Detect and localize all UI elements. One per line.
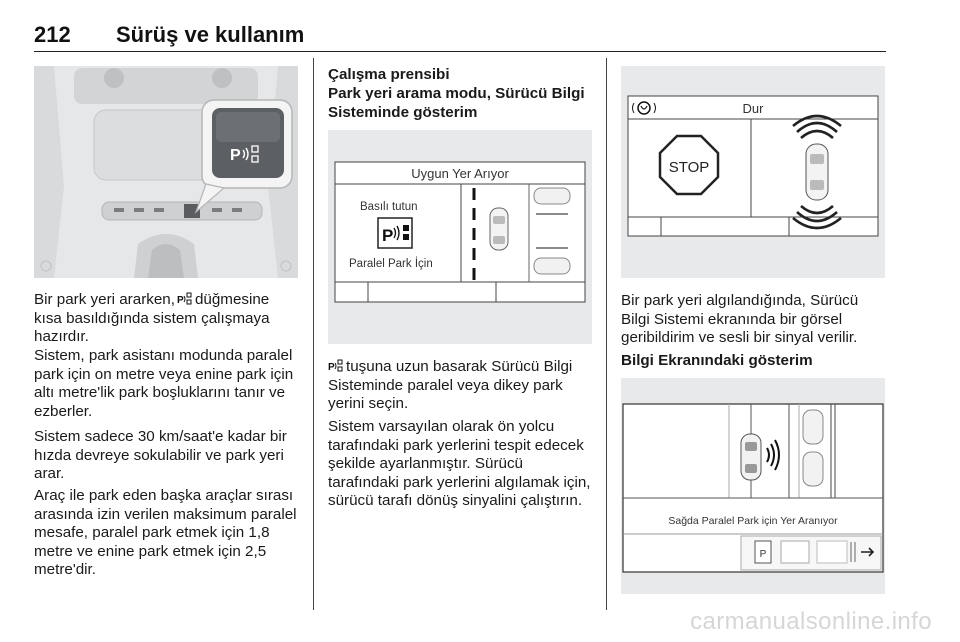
svg-text:P: P (328, 362, 335, 373)
col1-paragraph-4: Araç ile park eden başka araçlar sırası … (34, 487, 297, 579)
column-divider (606, 58, 608, 610)
col1-paragraph-2: Sistem, park asistanı modunda paralel pa… (34, 347, 294, 420)
heading-search-mode: Park yeri arama modu, Sürücü Bilgi Siste… (328, 85, 585, 121)
car-sensor-icon (792, 114, 842, 230)
screen-label-parallel: Paralel Park İçin (349, 257, 433, 270)
heading-operating-principle: Çalışma prensibi (328, 66, 450, 83)
col1-paragraph-3: Sistem sadece 30 km/saat'e kadar bir hız… (34, 428, 287, 483)
watermark: carmanualsonline.info (690, 608, 932, 635)
svg-text:STOP: STOP (669, 159, 710, 176)
stop-sign-icon: STOP (658, 134, 720, 196)
col2-paragraph-2: Sistem varsayılan olarak ön yolcu tarafı… (328, 418, 591, 510)
screen-label-hold: Basılı tutun (360, 201, 418, 213)
col3-paragraph-1: Bir park yeri algılandığında, Sürücü Bil… (621, 292, 859, 347)
page-header: 212 Sürüş ve kullanım (34, 16, 886, 52)
page-number: 212 (34, 22, 71, 47)
svg-text:P: P (230, 147, 241, 164)
svg-text:P: P (177, 295, 184, 306)
column-divider (313, 58, 315, 610)
svg-text:P: P (382, 226, 393, 245)
screen-title: Dur (743, 101, 765, 116)
warning-icon (632, 101, 656, 115)
screen-title: Uygun Yer Arıyor (411, 166, 509, 181)
console-figure: P (34, 66, 298, 278)
dic-search-figure: Uygun Yer Arıyor Basılı tutun P Paralel … (328, 130, 592, 344)
info-display-figure: Sağda Paralel Park için Yer Aranıyor P (621, 378, 885, 594)
dic-stop-figure: Dur STOP (621, 66, 885, 278)
park-assist-icon: P (177, 292, 192, 306)
info-screen-caption: Sağda Paralel Park için Yer Aranıyor (668, 515, 838, 527)
heading-info-display: Bilgi Ekranındaki gösterim (621, 352, 813, 369)
page-title: Sürüş ve kullanım (116, 22, 305, 47)
park-assist-icon: P (328, 359, 343, 373)
info-screen-p-label: P (760, 549, 767, 560)
